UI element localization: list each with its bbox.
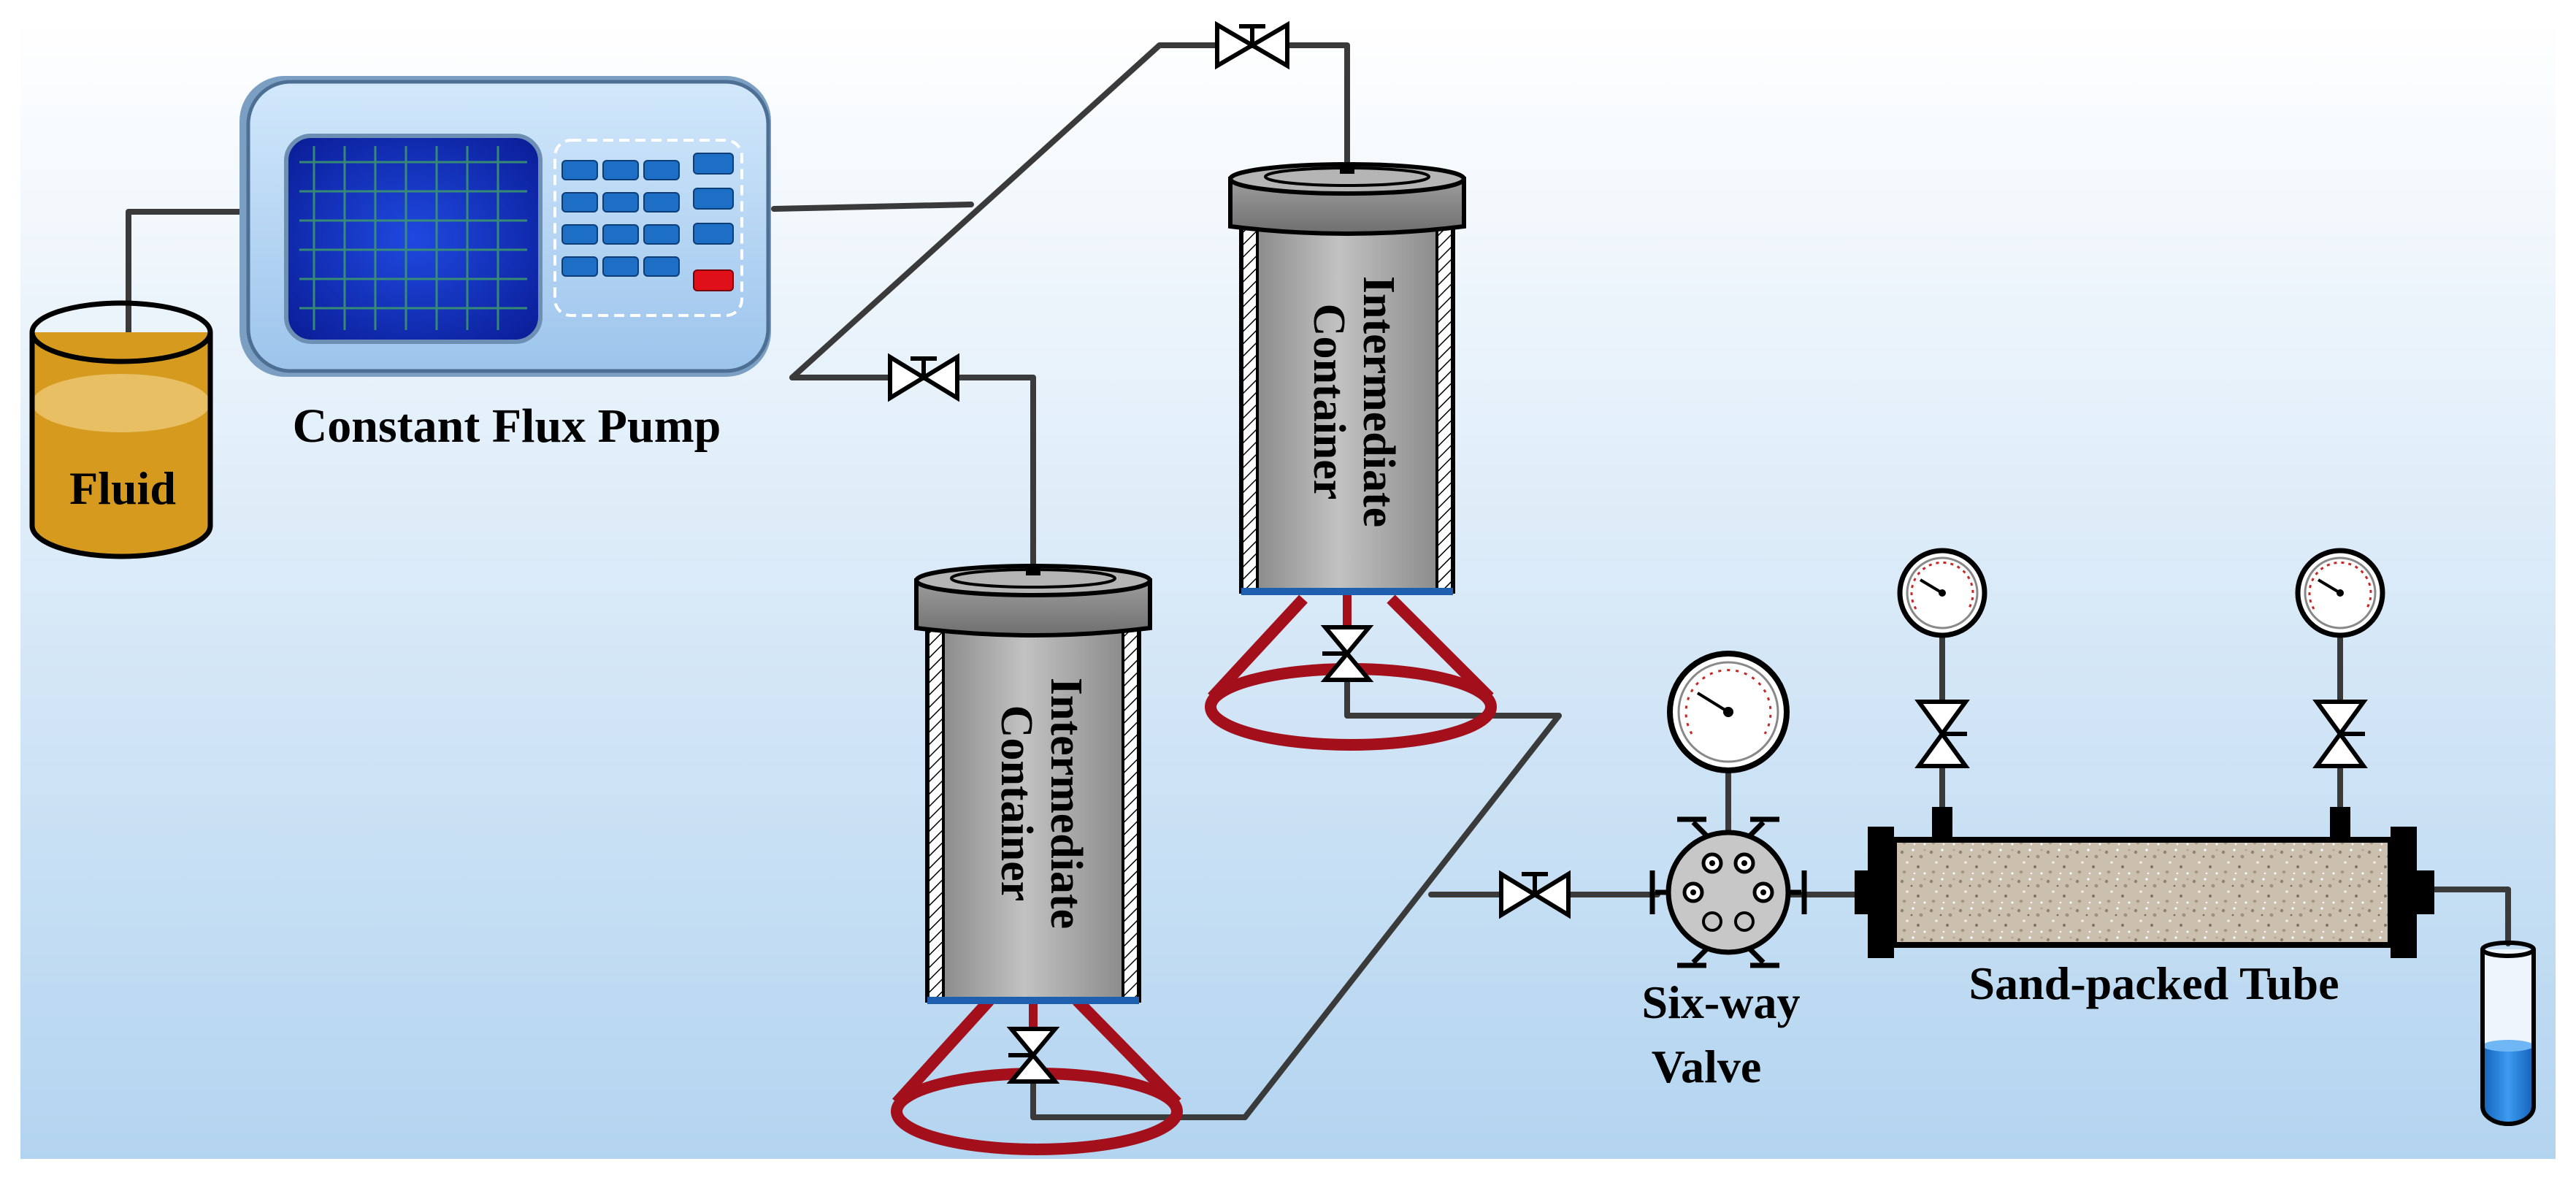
container-upper-label-line2: Container: [1304, 304, 1354, 500]
pipe-pump-outlet: [771, 202, 974, 212]
pump-stop-key: [693, 269, 734, 291]
six-way-valve: Six-way Valve: [1642, 816, 1807, 1092]
valve-icon: [2312, 700, 2368, 768]
container-lower-label-line1: Intermediate: [1041, 678, 1091, 929]
pump-screen: [284, 134, 543, 344]
intermediate-container-lower: Intermediate Container: [891, 564, 1183, 1155]
sand-packed-tube: Sand-packed Tube: [1855, 827, 2434, 1009]
pressure-gauge-icon: [1667, 651, 1790, 773]
intermediate-container-upper: Intermediate Container: [1205, 162, 1497, 751]
pump-keypad: [561, 153, 734, 291]
container-lower-label-line2: Container: [992, 705, 1041, 902]
pipe-branch-lower: [789, 375, 1036, 573]
pump-keypad-frame: [553, 139, 743, 317]
pipe-tube-outlet: [2432, 887, 2511, 946]
pipe-upper-container-outlet: [1030, 602, 1562, 1120]
sand-tube-label: Sand-packed Tube: [1969, 957, 2339, 1009]
collector-tube: [2480, 941, 2536, 1126]
pump-label: Constant Flux Pump: [293, 399, 721, 453]
constant-flux-pump: Constant Flux Pump: [239, 76, 771, 453]
valve-icon: [1499, 870, 1571, 919]
fluid-beaker: Fluid: [29, 300, 213, 559]
valve-icon: [888, 353, 959, 402]
valve-icon: [1006, 1027, 1060, 1084]
container-upper-label-line1: Intermediate: [1354, 276, 1403, 527]
valve-icon: [1215, 20, 1289, 70]
valve-icon: [1320, 625, 1374, 682]
pump-screen-grid: [299, 146, 527, 330]
pressure-gauge-icon: [2295, 548, 2385, 638]
six-way-label-line1: Six-way: [1642, 976, 1801, 1028]
pressure-gauge-icon: [1897, 548, 1987, 638]
fluid-label: Fluid: [69, 462, 176, 514]
valve-icon: [1914, 700, 1970, 768]
six-way-label-line2: Valve: [1652, 1041, 1762, 1092]
